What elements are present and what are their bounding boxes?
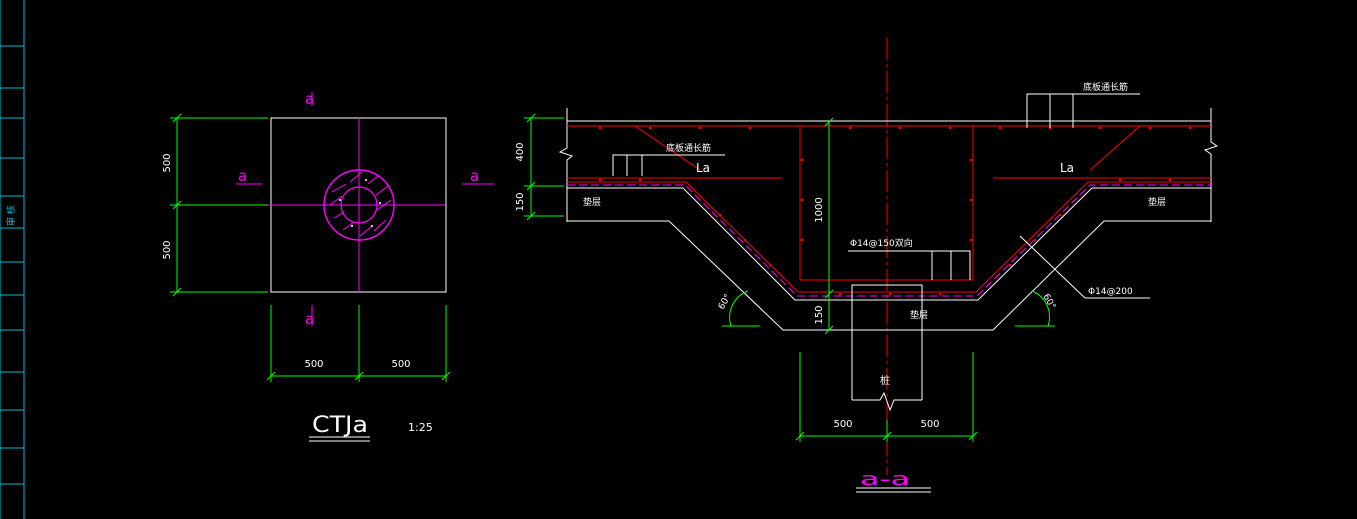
bottom-rebar-profile (567, 181, 1211, 293)
dim-vertical-bottom: 500 (162, 240, 173, 259)
cushion-label-bottom: 垫层 (910, 309, 928, 321)
pile-label: 桩 (880, 374, 890, 387)
plan-title: CTJa (312, 413, 368, 438)
pile-inner-circle (340, 186, 378, 224)
pile-hatch (329, 171, 392, 237)
section-mark-bottom: a (305, 310, 314, 328)
break-mark-left (558, 108, 574, 222)
title-block-label: 审 核 (5, 205, 17, 226)
angle-left: 60° (717, 290, 760, 327)
section-title: a-a (860, 469, 910, 490)
section-dim-left: 400 150 (515, 113, 564, 221)
dim-bottom-left: 500 (833, 419, 852, 430)
dim-vertical-top: 500 (162, 153, 173, 172)
la-label-left: La (696, 161, 710, 175)
pile-section: 桩 (851, 284, 923, 412)
section-mark-top: a (305, 90, 314, 108)
cushion-label-left: 垫层 (583, 196, 601, 208)
dim-pad-bottom: 150 (814, 305, 825, 324)
bar-mesh-label: Φ14@150双向 (850, 237, 913, 249)
leader-right (1089, 125, 1141, 171)
section-dim-bottom: 500 500 (795, 352, 978, 442)
plan-dimension-vertical: 500 500 (162, 113, 268, 297)
top-bar-label: 底板通长筋 (1083, 81, 1128, 93)
plan-scale: 1:25 (408, 421, 433, 434)
dim-pad-left: 150 (515, 192, 526, 211)
leader-left (634, 125, 701, 171)
rebar-dots (598, 126, 1192, 296)
dim-horizontal-left: 500 (304, 359, 323, 370)
cushion-outline (567, 220, 1211, 331)
pile-outer-circle (323, 169, 395, 241)
section-view: 底板通长筋 底板通长筋 La La 400 150 1000 150 (515, 38, 1219, 493)
dim-horizontal-right: 500 (391, 359, 410, 370)
left-bar-label: 底板通长筋 (666, 142, 711, 154)
cushion-label-right: 垫层 (1148, 196, 1166, 208)
section-mark-left: a (238, 167, 247, 185)
la-label-right: La (1060, 161, 1074, 175)
break-mark-right (1203, 108, 1219, 222)
plan-dimension-horizontal: 500 500 (266, 305, 451, 382)
section-dim-depth: 1000 150 (814, 117, 834, 335)
dim-depth: 1000 (814, 197, 825, 222)
plan-view: a a a a 500 500 500 500 (162, 90, 494, 442)
bar-side-label: Φ14@200 (1088, 287, 1133, 297)
bottom-rebar-dashed (567, 184, 1211, 297)
dim-top-layer: 400 (515, 142, 526, 161)
dim-bottom-right: 500 (920, 419, 939, 430)
angle-label-right: 60° (1040, 293, 1057, 312)
section-mark-right: a (470, 167, 479, 185)
side-bar-leader (1019, 235, 1086, 299)
title-block-frame: 审 核 (0, 0, 25, 519)
angle-right: 60° (1015, 290, 1057, 327)
